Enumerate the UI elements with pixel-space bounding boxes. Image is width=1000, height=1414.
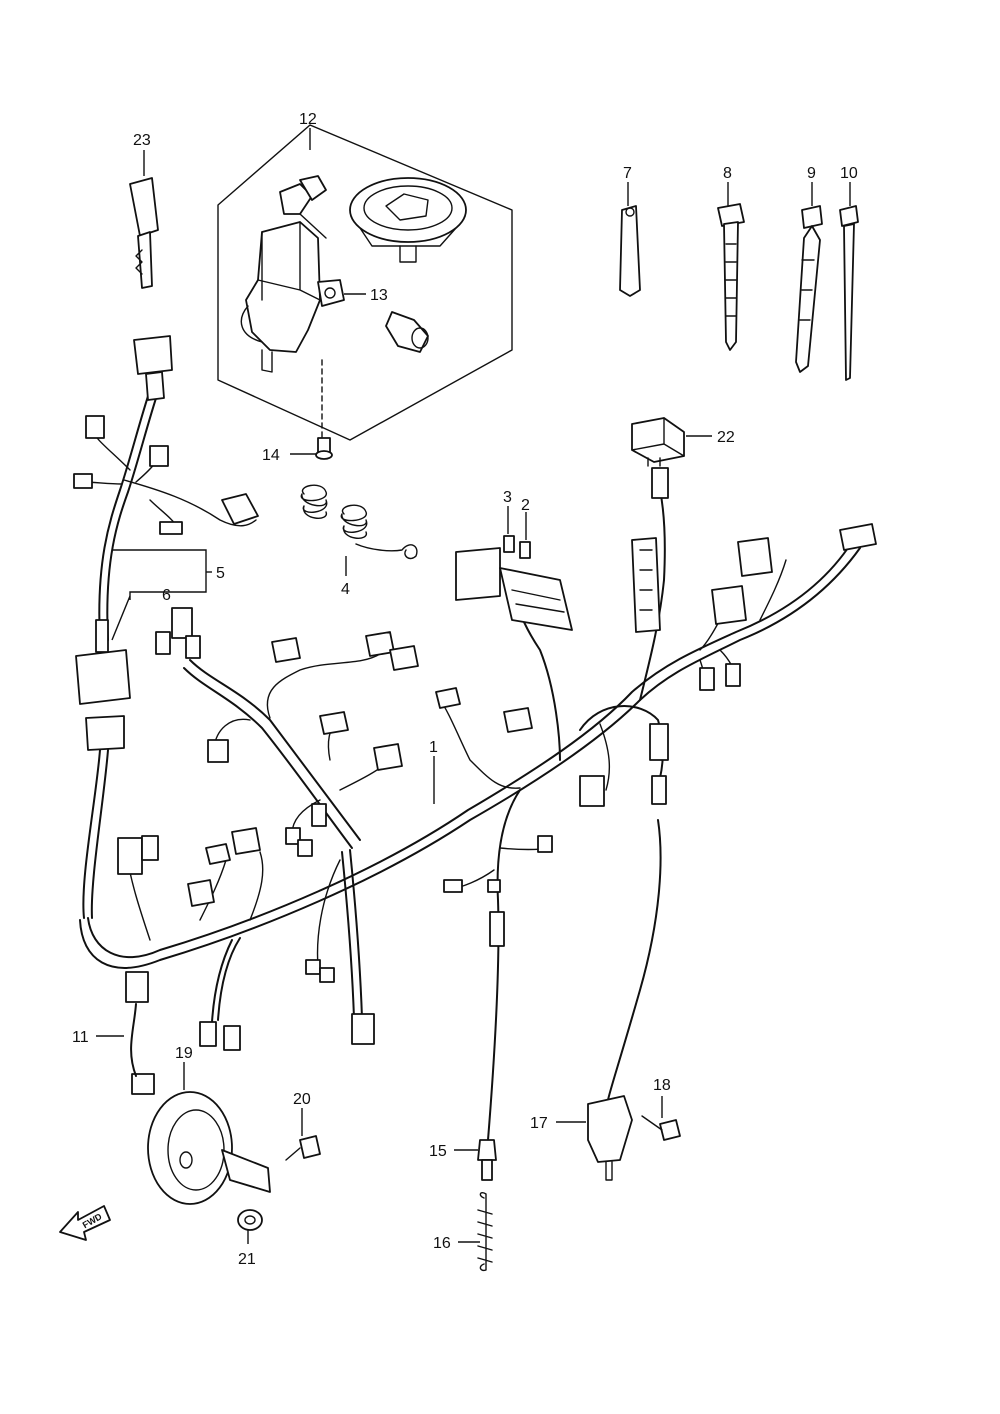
callout-7: 7	[623, 165, 632, 182]
small-connectors	[73, 415, 877, 1095]
callout-3: 3	[503, 489, 512, 506]
switch-15	[477, 1139, 497, 1181]
harness-main-connector	[631, 537, 661, 633]
callout-12: 12	[299, 111, 317, 128]
callout-5: 5	[216, 565, 225, 582]
callout-23: 23	[133, 132, 151, 149]
callout-15: 15	[429, 1143, 447, 1160]
callout-6: 6	[162, 587, 171, 604]
screw-14	[315, 437, 333, 460]
ignition-lock-set-group	[217, 124, 513, 441]
clamp-8	[717, 203, 745, 351]
callout-21: 21	[238, 1251, 256, 1268]
connector-top-left	[133, 335, 173, 401]
callout-4: 4	[341, 581, 350, 598]
callout-10: 10	[840, 165, 858, 182]
callout-17: 17	[530, 1115, 548, 1132]
callout-2: 2	[521, 497, 530, 514]
callout-22: 22	[717, 429, 735, 446]
clamp-7	[619, 205, 641, 297]
relay-22	[631, 417, 685, 467]
main-wiring-harness	[79, 389, 861, 1141]
spring-16	[477, 1191, 493, 1272]
spring-clip-4	[300, 484, 418, 560]
bolt-20	[285, 1135, 321, 1161]
switch-17	[587, 1095, 633, 1181]
forward-arrow: FWD	[59, 1205, 111, 1241]
callout-8: 8	[723, 165, 732, 182]
leader-lines	[96, 128, 851, 1244]
fuse-2	[519, 541, 531, 559]
horn-19	[147, 1091, 271, 1205]
nut-21	[237, 1209, 263, 1231]
fuse-box	[455, 547, 573, 631]
connector-6	[75, 619, 131, 751]
tie-10	[839, 205, 859, 381]
clamp-9	[795, 205, 823, 373]
callout-13: 13	[370, 287, 388, 304]
callout-16: 16	[433, 1235, 451, 1252]
sub-harness-11	[130, 1003, 137, 1077]
callout-labels: 23 12 13 14 7 8 9 10 22 3 2 4 5 6 1 11 1…	[72, 111, 858, 1268]
screw-18	[641, 1115, 681, 1141]
callout-20: 20	[293, 1091, 311, 1108]
callout-18: 18	[653, 1077, 671, 1094]
callout-19: 19	[175, 1045, 193, 1062]
callout-1: 1	[429, 739, 438, 756]
callout-9: 9	[807, 165, 816, 182]
fuse-3	[503, 535, 515, 553]
callout-11: 11	[72, 1029, 89, 1046]
callout-14: 14	[262, 447, 280, 464]
key-23	[129, 177, 159, 289]
